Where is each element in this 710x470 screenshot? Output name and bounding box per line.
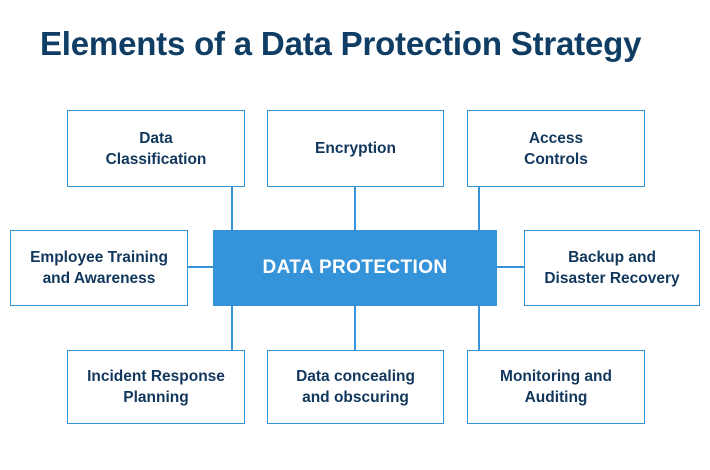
connector-backup-disaster-recovery [496, 266, 525, 268]
node-label: Monitoring and Auditing [500, 368, 612, 406]
connector-data-classification [231, 186, 233, 232]
node-label: Backup and Disaster Recovery [544, 249, 680, 287]
connector-encryption [354, 186, 356, 232]
connector-access-controls [478, 186, 480, 232]
node-label: Employee Training and Awareness [30, 249, 168, 287]
node-label: Incident Response Planning [87, 368, 225, 406]
node-label: Data Classification [105, 129, 207, 168]
node-incident-response-planning[interactable]: Incident Response Planning [67, 350, 245, 424]
connector-data-concealing-obscuring [354, 304, 356, 351]
connector-incident-response-planning [231, 304, 233, 351]
connector-employee-training-awareness [188, 266, 214, 268]
node-encryption[interactable]: Encryption [267, 110, 444, 187]
node-access-controls[interactable]: Access Controls [467, 110, 645, 187]
node-backup-disaster-recovery[interactable]: Backup and Disaster Recovery [524, 230, 700, 306]
node-data-concealing-obscuring[interactable]: Data concealing and obscuring [267, 350, 444, 424]
node-data-classification[interactable]: Data Classification [67, 110, 245, 187]
node-monitoring-auditing[interactable]: Monitoring and Auditing [467, 350, 645, 424]
connector-monitoring-auditing [478, 304, 480, 351]
page-title: Elements of a Data Protection Strategy [40, 25, 642, 62]
node-employee-training-awareness[interactable]: Employee Training and Awareness [10, 230, 188, 306]
node-data-protection-center[interactable]: DATA PROTECTION [213, 230, 497, 306]
node-label: Encryption [315, 140, 396, 157]
node-label: Access Controls [524, 129, 588, 168]
node-label: Data concealing and obscuring [296, 368, 415, 406]
center-node-label: DATA PROTECTION [262, 257, 448, 278]
